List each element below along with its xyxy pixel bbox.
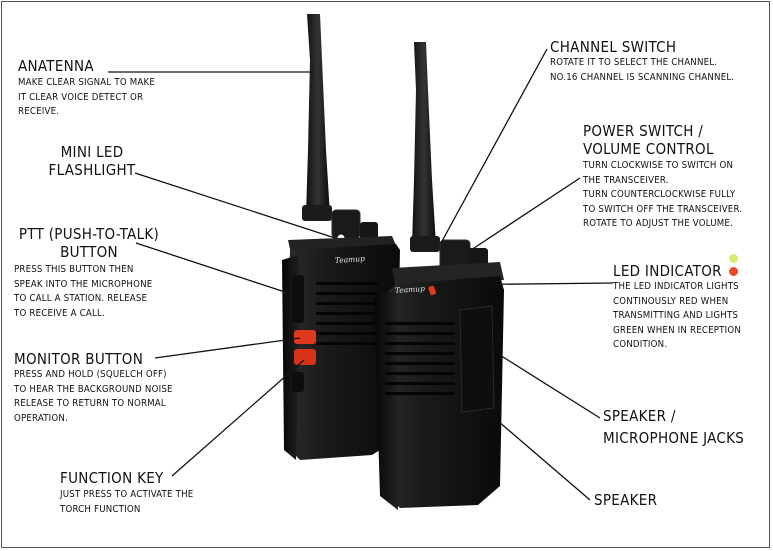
monitor-red-button [294,349,316,365]
led-desc-line: THE LED INDICATOR LIGHTS [613,281,739,292]
led-desc-line: CONTINOUSLY RED WHEN [613,295,729,307]
channel-title: CHANNEL SWITCH [550,38,677,56]
ptt-red-button [294,330,316,344]
channel-desc-line: ROTATE IT TO SELECT THE CHANNEL. [550,57,718,68]
jacks-title: SPEAKER / MICROPHONE JACKS [603,405,744,449]
jacks-title-line: SPEAKER / [603,407,676,425]
function-desc-line: JUST PRESS TO ACTIVATE THE [60,489,194,500]
leader-power [467,177,581,253]
monitor-desc-line: RELEASE TO RETURN TO NORMAL [14,398,166,410]
led-desc-line: CONDITION. [613,339,668,351]
leader-function [171,359,305,477]
monitor-desc-line: OPERATION. [14,412,69,424]
leader-led [432,282,614,286]
antenna-desc-line: MAKE CLEAR SIGNAL TO MAKE [18,77,156,88]
leader-channel [440,48,548,244]
brand-back: Teamup [335,254,366,265]
callout-lines [108,48,614,501]
back-radio: Teamup [282,14,400,460]
leader-ptt [135,242,295,296]
leader-jacks [467,334,601,419]
power-desc-line: ROTATE TO ADJUST THE VOLUME. [583,218,734,230]
ptt-desc-line: TO CALL A STATION. RELEASE [14,293,148,305]
power-title: POWER SWITCH / VOLUME CONTROL [583,122,714,158]
ptt-desc-line: PRESS THIS BUTTON THEN [14,264,134,275]
ptt-title-line: BUTTON [60,243,118,261]
antenna-back [306,14,330,215]
flashlight-title: MINI LED FLASHLIGHT [44,143,140,179]
channel-desc: ROTATE IT TO SELECT THE CHANNEL. NO.16 C… [550,56,734,85]
ptt-title-line: PTT (PUSH-TO-TALK) [18,225,160,243]
ptt-title: PTT (PUSH-TO-TALK) BUTTON [14,225,164,261]
power-desc-line: TURN COUNTERCLOCKWISE FULLY [583,189,736,201]
leader-speaker [455,384,591,501]
monitor-title: MONITOR BUTTON [14,350,144,368]
ptt-desc: PRESS THIS BUTTON THEN SPEAK INTO THE MI… [14,263,152,321]
leader-monitor [154,337,301,359]
speaker-title: SPEAKER [594,491,658,509]
front-radio: Teamup [374,42,504,510]
power-desc-line: THE TRANSCEIVER. [583,174,669,186]
power-desc: TURN CLOCKWISE TO SWITCH ON THE TRANSCEI… [583,159,742,232]
power-title-line: POWER SWITCH / [583,122,704,140]
front-led [428,285,436,296]
monitor-desc-line: PRESS AND HOLD (SQUELCH OFF) [14,369,167,380]
function-title: FUNCTION KEY [60,469,164,487]
led-desc: THE LED INDICATOR LIGHTS CONTINOUSLY RED… [613,280,741,353]
jacks-title-line: MICROPHONE JACKS [603,429,745,447]
power-desc-line: TURN CLOCKWISE TO SWITCH ON [583,160,734,171]
led-desc-line: TRANSMITTING AND LIGHTS [613,310,739,322]
power-title-line: VOLUME CONTROL [583,140,714,158]
monitor-desc-line: TO HEAR THE BACKGROUND NOISE [14,383,173,395]
led-desc-line: GREEN WHEN IN RECEPTION [613,324,741,336]
speaker-grill-back [316,282,378,345]
brand-front: Teamup [395,284,426,295]
led-green-dot [729,254,738,263]
antenna-desc: MAKE CLEAR SIGNAL TO MAKE IT CLEAR VOICE… [18,76,155,120]
function-desc: JUST PRESS TO ACTIVATE THE TORCH FUNCTIO… [60,488,193,517]
antenna-desc-line: IT CLEAR VOICE DETECT OR [18,91,144,103]
monitor-desc: PRESS AND HOLD (SQUELCH OFF) TO HEAR THE… [14,368,173,426]
channel-desc-line: NO.16 CHANNEL IS SCANNING CHANNEL. [550,71,735,83]
power-desc-line: TO SWITCH OFF THE TRANSCEIVER. [583,203,743,215]
flashlight-title-line: MINI LED [60,143,124,161]
flashlight-title-line: FLASHLIGHT [48,161,136,179]
channel-knob-back [331,209,361,239]
leader-flashlight [134,172,336,239]
antenna-title: ANATENNA [18,57,94,75]
speaker-grill-front [385,322,455,395]
jack-cover [459,305,495,413]
led-title: LED INDICATOR [613,262,722,280]
function-desc-line: TORCH FUNCTION [60,503,141,515]
antenna-desc-line: RECEIVE. [18,106,60,118]
antenna-front [412,42,436,245]
ptt-desc-line: TO RECEIVE A CALL. [14,307,105,319]
led-red-dot [729,267,738,276]
ptt-desc-line: SPEAK INTO THE MICROPHONE [14,278,153,290]
